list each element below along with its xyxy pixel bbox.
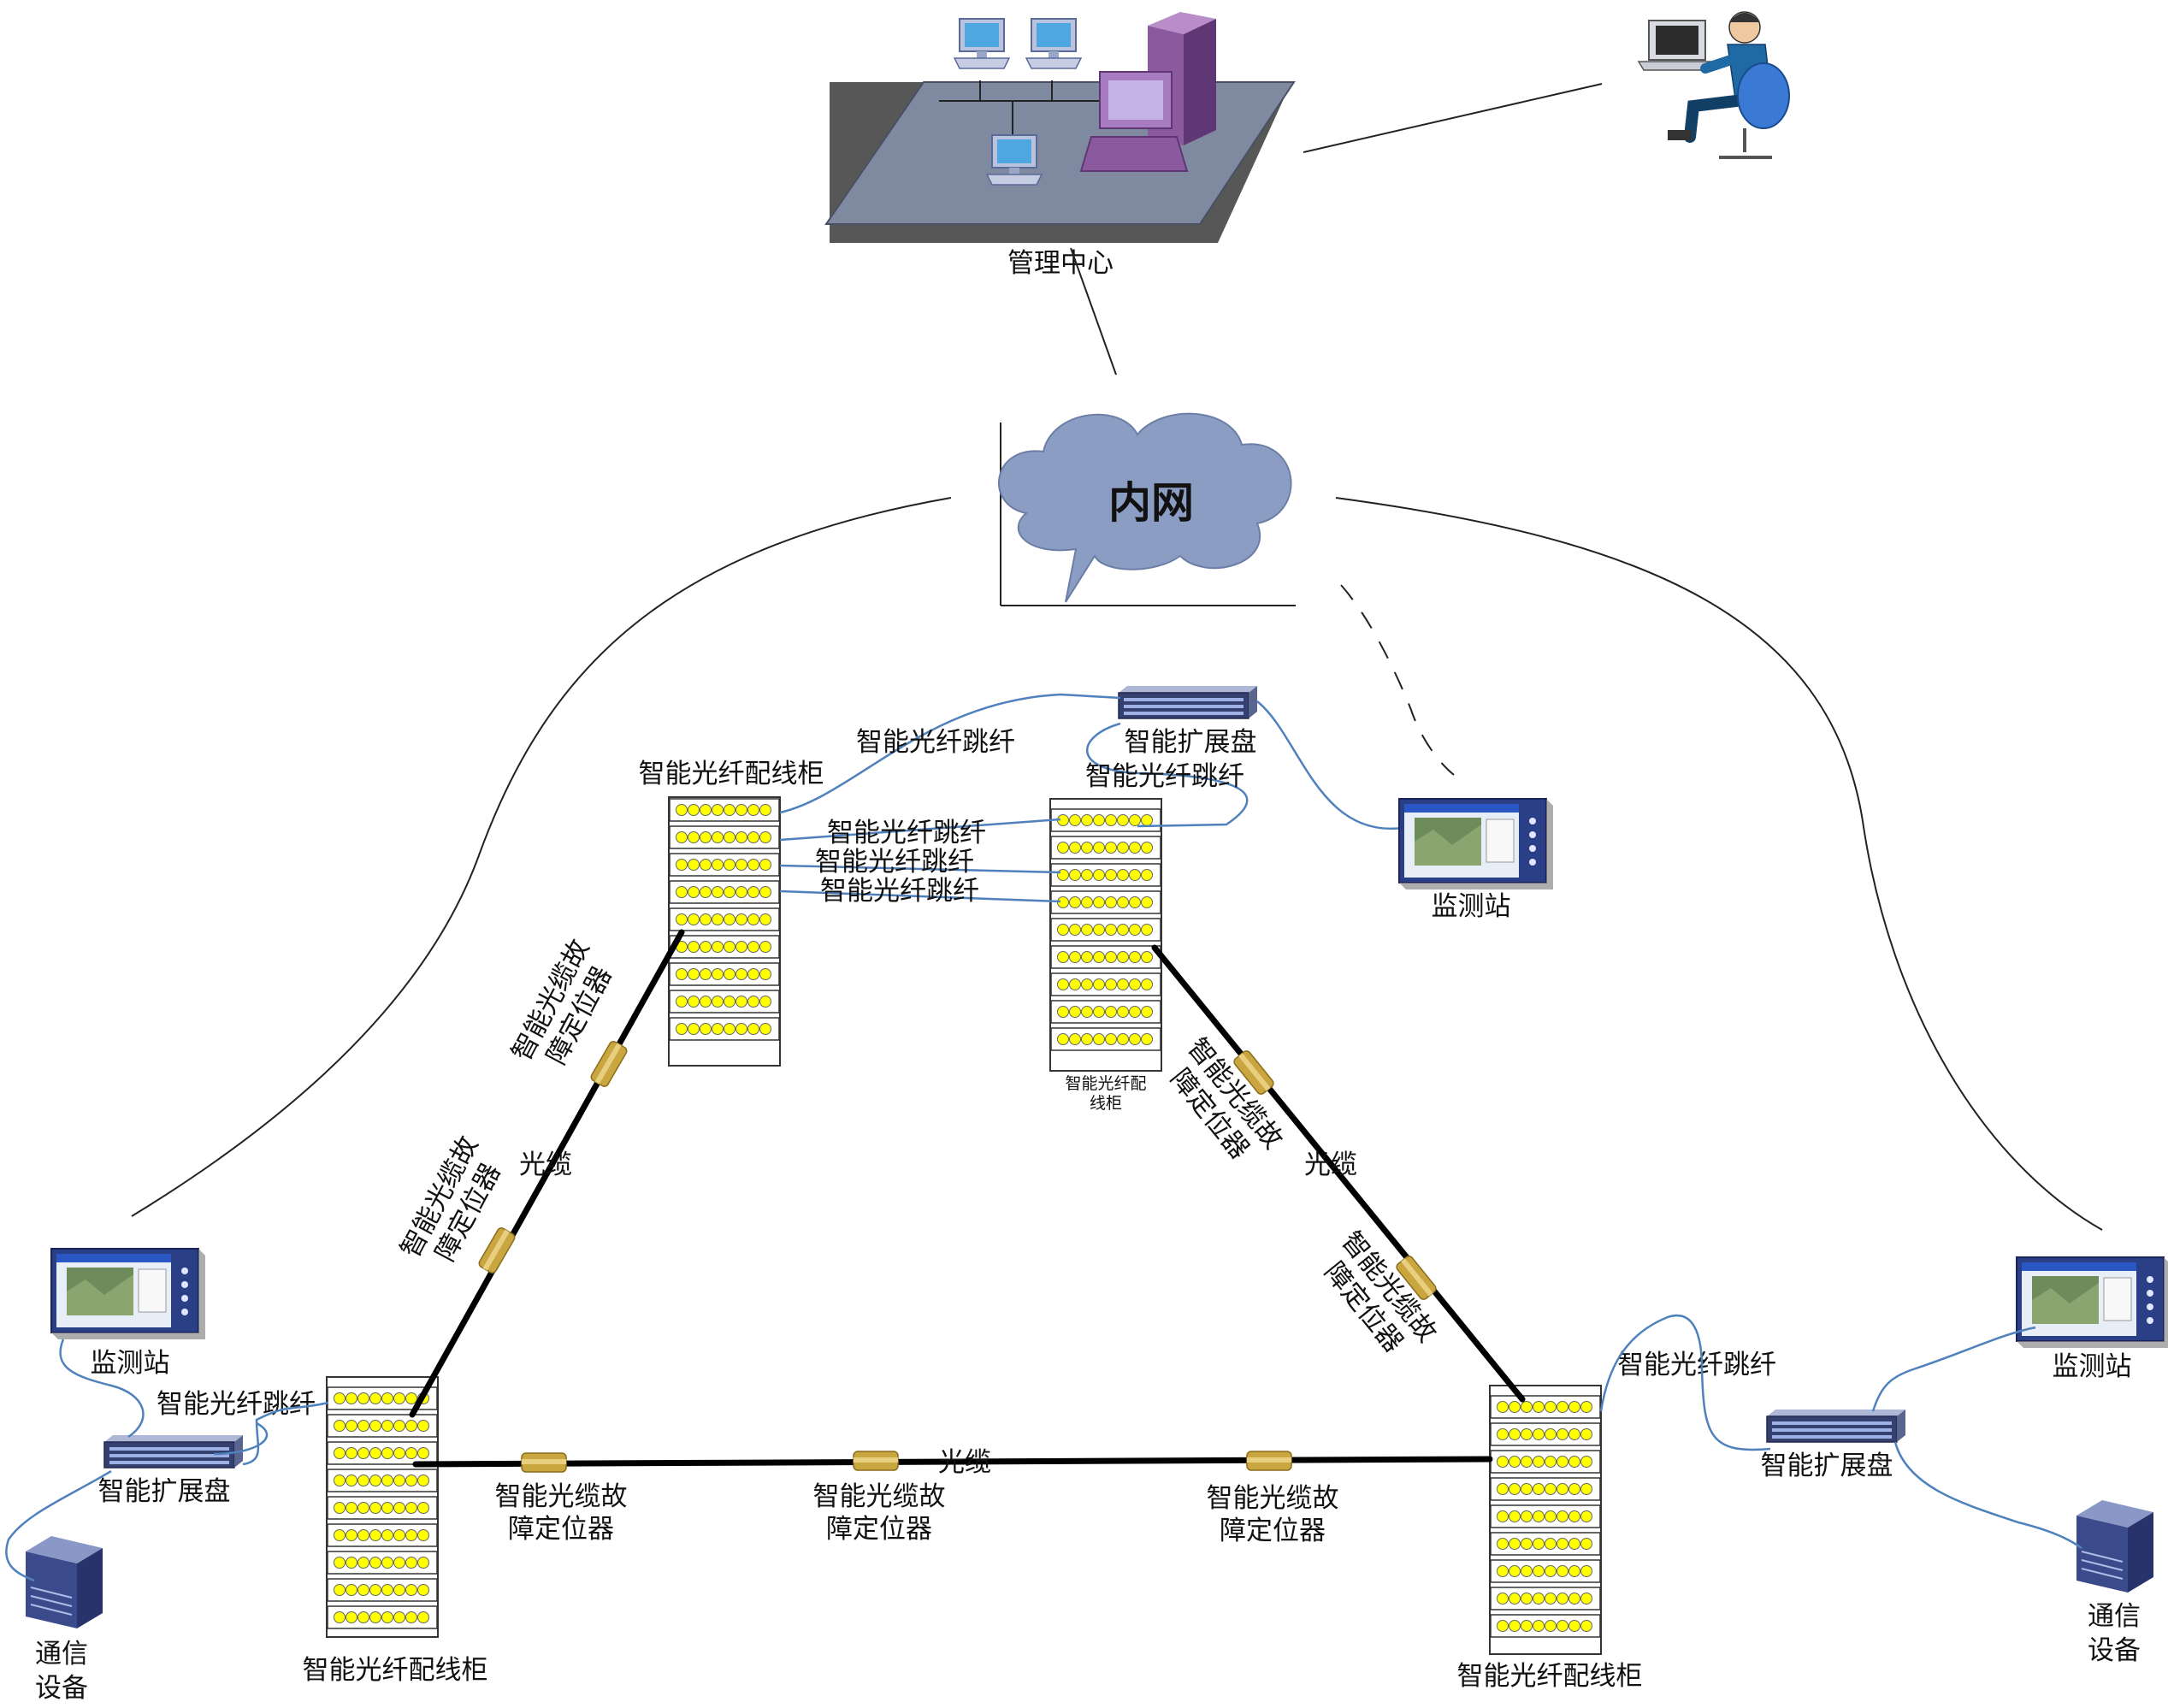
- cabinet-bottom-right-label: 智能光纤配线柜: [1457, 1661, 1643, 1692]
- cabinet-top-right: 智能光纤配 线柜: [1049, 798, 1162, 1113]
- locator-label-bottom-3: 智能光缆故 障定位器: [1207, 1483, 1339, 1546]
- expansion-panel-left-icon: [103, 1434, 244, 1469]
- expansion-top-label: 智能扩展盘: [1125, 727, 1257, 758]
- comm-device-left-icon: [25, 1535, 103, 1629]
- expansion-panel-top-icon: [1118, 685, 1258, 719]
- operator-person-icon: [1637, 11, 1790, 159]
- jumper-label-right: 智能光纤跳纤: [1617, 1350, 1776, 1380]
- locator-label-right-upper: 智能光缆故 障定位器: [1164, 1032, 1288, 1165]
- cabinet-top-left-label: 智能光纤配线柜: [639, 759, 824, 789]
- monitor-station-left-icon: [50, 1248, 206, 1340]
- comm-right-label-line2: 设备: [2088, 1635, 2141, 1666]
- jumper-label-1: 智能光纤跳纤: [856, 727, 1015, 758]
- expansion-right-label: 智能扩展盘: [1761, 1451, 1893, 1481]
- fault-locator-icon: [476, 1226, 517, 1275]
- monitor-station-top-right-icon: [1398, 798, 1554, 890]
- cabinet-top-right-label-line2: 线柜: [1090, 1094, 1122, 1113]
- workstation-pc-icon: [1025, 18, 1082, 69]
- cabinet-top-right-label-line1: 智能光纤配: [1065, 1074, 1146, 1093]
- server-icon: [1079, 12, 1216, 172]
- cable-label-right: 光缆: [1304, 1150, 1357, 1180]
- svg-text:障定位器: 障定位器: [508, 1514, 614, 1545]
- fault-locator-icon: [588, 1039, 629, 1089]
- fiber-cable-network: [409, 929, 1526, 1468]
- management-center: 管理中心: [824, 12, 1296, 279]
- jumper-label-5: 智能光纤跳纤: [820, 876, 979, 907]
- cabinet-top-left: 智能光纤配线柜: [639, 759, 824, 1067]
- station-top-right-label: 监测站: [1432, 891, 1511, 922]
- workstation-pc-icon: [986, 134, 1043, 186]
- comm-left-label-line1: 通信: [35, 1639, 88, 1670]
- svg-text:智能光缆故: 智能光缆故: [1207, 1483, 1339, 1514]
- intranet-label: 内网: [1108, 477, 1194, 528]
- station-left-label: 监测站: [91, 1348, 170, 1379]
- station-right-label: 监测站: [2053, 1351, 2132, 1382]
- comm-left-label-line2: 设备: [35, 1673, 88, 1704]
- cable-label-left: 光缆: [519, 1150, 572, 1180]
- jumper-label-3: 智能光纤跳纤: [827, 818, 986, 848]
- fault-locator-icon: [853, 1451, 899, 1471]
- fault-locator-icon: [1246, 1451, 1292, 1471]
- locator-label-bottom-1: 智能光缆故 障定位器: [495, 1481, 628, 1545]
- cable-label-bottom: 光缆: [938, 1447, 991, 1478]
- svg-text:障定位器: 障定位器: [826, 1514, 932, 1545]
- expansion-panel-right-icon: [1766, 1409, 1906, 1443]
- expansion-left-label: 智能扩展盘: [98, 1476, 231, 1507]
- svg-text:智能光缆故: 智能光缆故: [495, 1481, 628, 1512]
- jumper-label-2: 智能光纤跳纤: [1085, 761, 1244, 792]
- workstation-pc-icon: [954, 18, 1010, 69]
- cabinet-bottom-right: 智能光纤配线柜: [1457, 1385, 1643, 1692]
- comm-device-right-icon: [2076, 1499, 2154, 1593]
- management-center-label: 管理中心: [1007, 248, 1114, 279]
- cabinet-bottom-left: 智能光纤配线柜: [303, 1376, 488, 1686]
- comm-right-label-line1: 通信: [2088, 1601, 2141, 1632]
- svg-text:障定位器: 障定位器: [1220, 1516, 1326, 1546]
- jumper-label-left: 智能光纤跳纤: [157, 1389, 316, 1420]
- fault-locator-icon: [521, 1452, 567, 1473]
- jumper-label-4: 智能光纤跳纤: [815, 847, 974, 878]
- cabinet-bottom-left-label: 智能光纤配线柜: [303, 1655, 488, 1686]
- monitor-station-right-icon: [2016, 1256, 2168, 1349]
- intranet-cloud: 内网: [997, 412, 1296, 606]
- svg-text:智能光缆故: 智能光缆故: [813, 1481, 946, 1512]
- locator-label-bottom-2: 智能光缆故 障定位器: [813, 1481, 946, 1545]
